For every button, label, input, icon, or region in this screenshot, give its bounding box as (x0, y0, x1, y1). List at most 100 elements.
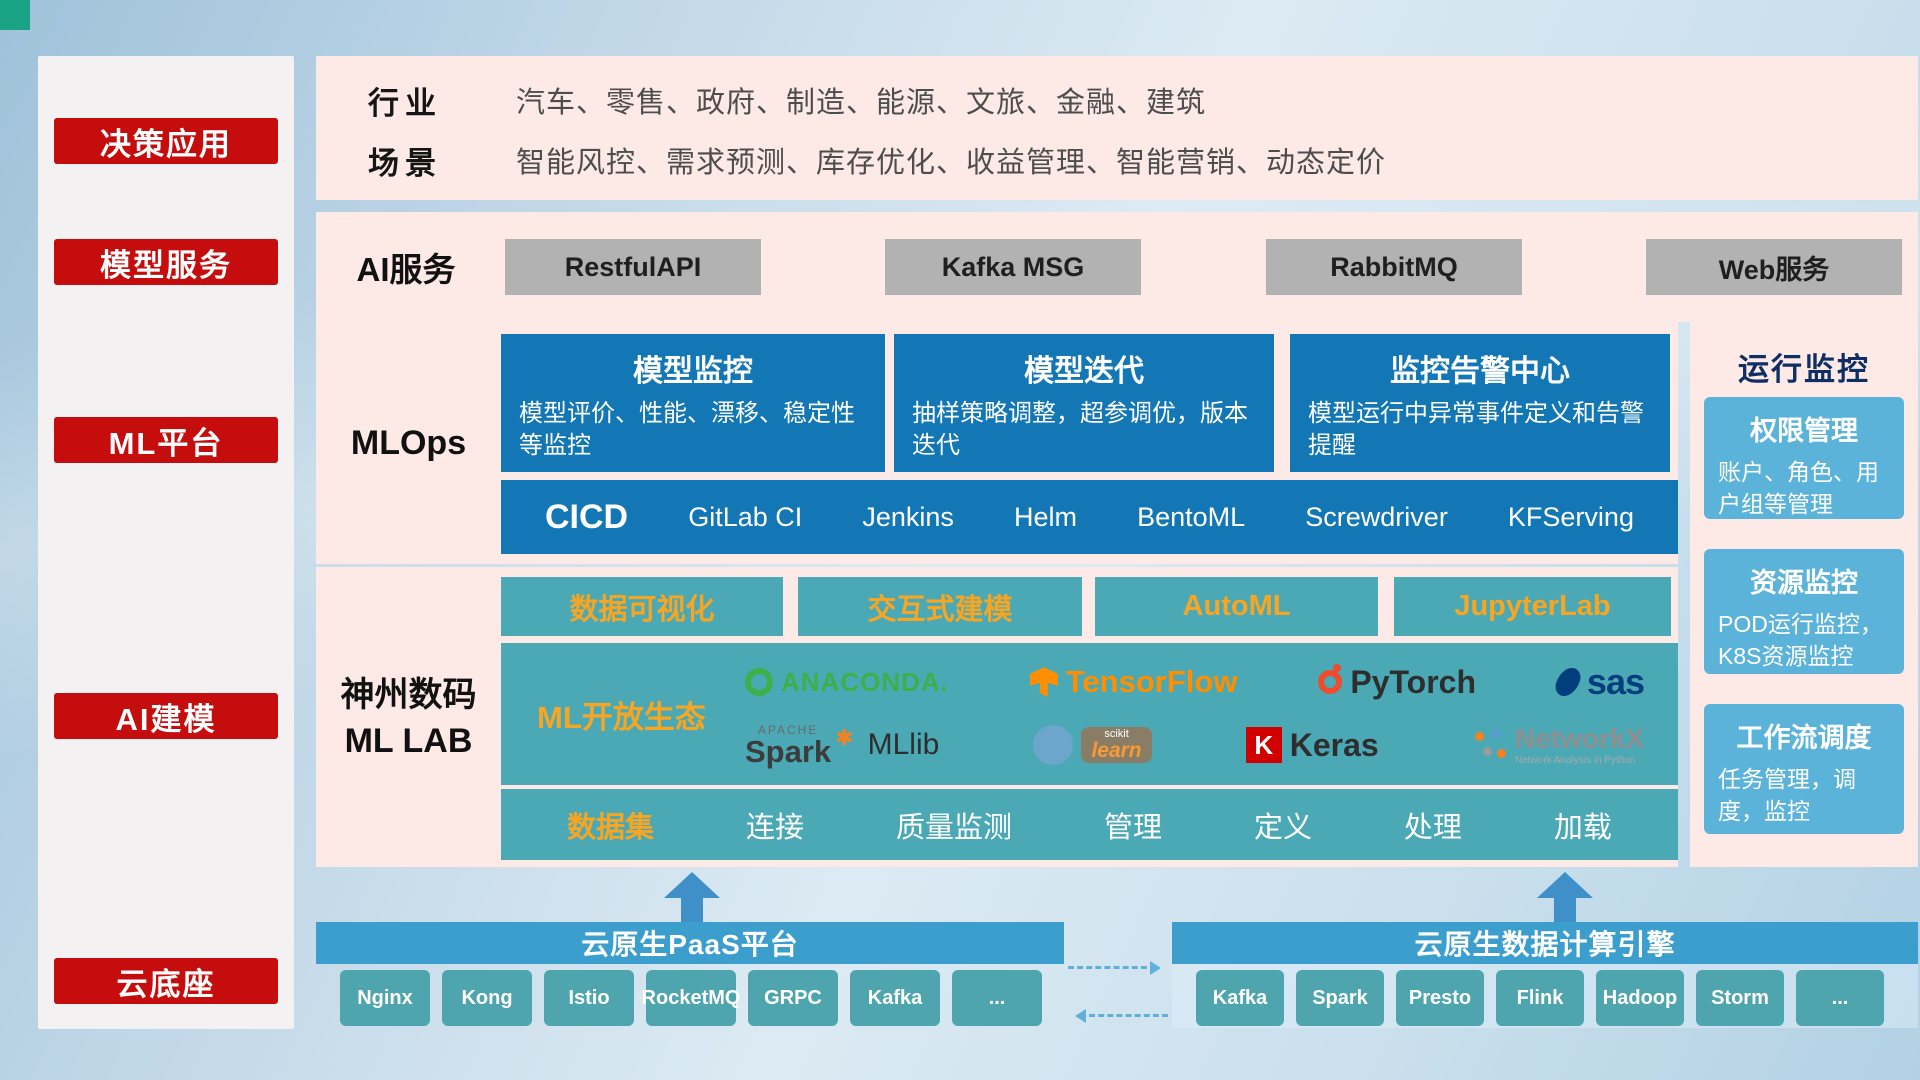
scenario-row: 场景 智能风控、需求预测、库存优化、收益管理、智能营销、动态定价 (316, 137, 1918, 183)
nginx-button[interactable]: Nginx (340, 970, 430, 1026)
corner-decoration (0, 0, 30, 30)
up-arrow-left (664, 872, 720, 922)
runtime-monitor-panel: 运行监控 权限管理 账户、角色、用户组等管理 资源监控 POD运行监控，K8S资… (1690, 322, 1918, 867)
card-desc: 任务管理，调度，监控 (1718, 766, 1856, 825)
kafka-engine-button[interactable]: Kafka (1196, 970, 1284, 1026)
model-iteration-card: 模型迭代 抽样策略调整，超参调优，版本迭代 (894, 334, 1274, 472)
apache-text: APACHE (757, 722, 819, 737)
data-engine-bar: 云原生数据计算引擎 (1172, 922, 1918, 964)
sidebar-item-ai-modeling[interactable]: AI建模 (54, 693, 278, 739)
networkx-icon (1473, 728, 1507, 762)
define-label: 定义 (1253, 811, 1312, 844)
web-service-button[interactable]: Web服务 (1646, 239, 1902, 295)
industry-text: 汽车、零售、政府、制造、能源、文旅、金融、建筑 (516, 87, 1207, 119)
networkx-text: NetworkX (1514, 723, 1644, 755)
scikit-circle-icon (1033, 725, 1074, 766)
card-title: 模型监控 (633, 355, 753, 388)
dashed-arrow-left (1075, 1009, 1168, 1023)
pytorch-logo: PyTorch (1318, 664, 1476, 701)
cicd-item-helm: Helm (1014, 501, 1078, 532)
sas-icon (1552, 664, 1584, 700)
model-monitoring-card: 模型监控 模型评价、性能、漂移、稳定性等监控 (501, 334, 885, 472)
cicd-label: CICD (545, 497, 629, 536)
card-title: 监控告警中心 (1390, 355, 1570, 388)
card-desc: 模型评价、性能、漂移、稳定性等监控 (519, 400, 855, 460)
resource-monitoring-card: 资源监控 POD运行监控，K8S资源监控 (1704, 549, 1904, 674)
tab-jupyterlab[interactable]: JupyterLab (1394, 577, 1671, 636)
more-button[interactable]: ... (952, 970, 1042, 1026)
networkx-subtitle: Network Analysis in Python (1514, 755, 1636, 767)
paas-platform-bar: 云原生PaaS平台 (316, 922, 1064, 964)
flink-button[interactable]: Flink (1496, 970, 1584, 1026)
keras-icon: K (1245, 727, 1282, 764)
card-title: 模型迭代 (1024, 355, 1144, 388)
mllib-text: MLlib (867, 728, 940, 762)
sidebar-item-decision-apps[interactable]: 决策应用 (54, 118, 278, 164)
paas-buttons-row: Nginx Kong Istio RocketMQ GRPC Kafka ... (340, 970, 1042, 1026)
card-desc: 模型运行中异常事件定义和告警提醒 (1308, 400, 1644, 460)
mllab-panel: 神州数码 ML LAB 数据可视化 交互式建模 AutoML JupyterLa… (316, 567, 1678, 867)
cicd-item-bentoml: BentoML (1137, 501, 1246, 532)
cicd-item-gitlab-ci: GitLab CI (688, 501, 803, 532)
mllab-label-line2: ML LAB (344, 721, 473, 760)
connect-label: 连接 (745, 811, 804, 844)
ml-ecosystem-block: ML开放生态 ANACONDA. TensorFlow PyTorch (501, 643, 1678, 785)
keras-logo: K Keras (1245, 726, 1379, 764)
presto-button[interactable]: Presto (1396, 970, 1484, 1026)
networkx-logo: NetworkX Network Analysis in Python (1473, 724, 1644, 766)
rabbitmq-button[interactable]: RabbitMQ (1266, 239, 1522, 295)
anaconda-logo: ANACONDA. (745, 667, 949, 698)
keras-text: Keras (1289, 726, 1379, 763)
hadoop-button[interactable]: Hadoop (1596, 970, 1684, 1026)
left-sidebar: 决策应用 模型服务 ML平台 AI建模 云底座 (38, 56, 294, 1029)
scikit-text: scikit (1104, 728, 1129, 741)
spark-mllib-logo: APACHE Spark ✱ MLlib (745, 724, 939, 767)
pytorch-text: PyTorch (1350, 663, 1477, 700)
card-desc: 抽样策略调整，超参调优，版本迭代 (912, 400, 1248, 460)
tab-interactive-modeling[interactable]: 交互式建模 (798, 577, 1082, 636)
kafka-msg-button[interactable]: Kafka MSG (885, 239, 1141, 295)
card-title: 权限管理 (1750, 416, 1858, 446)
tab-automl[interactable]: AutoML (1095, 577, 1378, 636)
anaconda-text: ANACONDA. (781, 666, 949, 697)
industry-label: 行业 (368, 85, 442, 121)
ml-ecosystem-label: ML开放生态 (537, 699, 706, 735)
mlops-label: MLOps (350, 423, 467, 462)
sas-logo: sas (1552, 661, 1645, 703)
rocketmq-button[interactable]: RocketMQ (642, 970, 740, 1026)
sidebar-item-ml-platform[interactable]: ML平台 (54, 417, 278, 463)
storm-button[interactable]: Storm (1696, 970, 1784, 1026)
ai-service-panel: AI服务 RestfulAPI Kafka MSG RabbitMQ Web服务 (316, 212, 1918, 322)
ml-ecosystem-logos: ANACONDA. TensorFlow PyTorch sas (711, 643, 1678, 785)
networkx-wordmark: NetworkX Network Analysis in Python (1514, 723, 1644, 767)
kafka-button[interactable]: Kafka (850, 970, 940, 1026)
restfulapi-button[interactable]: RestfulAPI (505, 239, 761, 295)
industry-row: 行业 汽车、零售、政府、制造、能源、文旅、金融、建筑 (316, 77, 1918, 123)
scikit-learn-logo: scikit learn (1033, 725, 1152, 766)
grpc-button[interactable]: GRPC (748, 970, 838, 1026)
scenario-text: 智能风控、需求预测、库存优化、收益管理、智能营销、动态定价 (516, 147, 1387, 179)
spark-text: Spark (745, 733, 832, 769)
spark-button[interactable]: Spark (1296, 970, 1384, 1026)
card-title: 工作流调度 (1736, 723, 1872, 753)
sidebar-item-model-service[interactable]: 模型服务 (54, 239, 278, 285)
more-engine-button[interactable]: ... (1796, 970, 1884, 1026)
tab-data-visualization[interactable]: 数据可视化 (501, 577, 783, 636)
istio-button[interactable]: Istio (544, 970, 634, 1026)
sidebar-item-cloud-base[interactable]: 云底座 (54, 958, 278, 1004)
workflow-scheduling-card: 工作流调度 任务管理，调度，监控 (1704, 704, 1904, 834)
alert-center-card: 监控告警中心 模型运行中异常事件定义和告警提醒 (1290, 334, 1670, 472)
tensorflow-icon (1029, 667, 1058, 698)
anaconda-icon (745, 668, 773, 697)
scenario-label: 场景 (368, 145, 442, 181)
up-arrow-right (1537, 872, 1593, 922)
logo-row: ANACONDA. TensorFlow PyTorch sas (711, 661, 1678, 703)
tensorflow-text: TensorFlow (1065, 664, 1238, 700)
cicd-item-jenkins: Jenkins (862, 501, 954, 532)
kong-button[interactable]: Kong (442, 970, 532, 1026)
quality-monitor-label: 质量监测 (895, 811, 1012, 844)
tensorflow-logo: TensorFlow (1029, 664, 1238, 700)
dashed-arrow-right (1068, 961, 1161, 975)
card-desc: 账户、角色、用户组等管理 (1718, 459, 1879, 518)
